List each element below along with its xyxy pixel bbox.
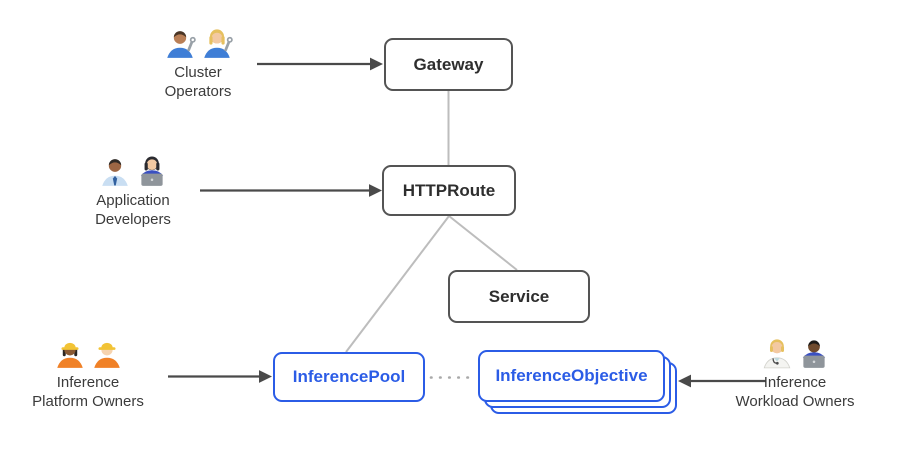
cluster-operators-label-line2: Operators bbox=[164, 82, 232, 100]
actor-application-developers: Application Developers bbox=[71, 154, 195, 229]
node-inference-pool-label: InferencePool bbox=[292, 367, 406, 386]
node-inference-objective-stack: InferenceObjective bbox=[478, 350, 679, 416]
node-service-label: Service bbox=[488, 286, 550, 306]
edge-httproute-inferencepool bbox=[345, 215, 450, 353]
inference-platform-owners-icons bbox=[53, 336, 124, 370]
node-inference-objective: InferenceObjective bbox=[478, 350, 665, 402]
actor-cluster-operators: Cluster Operators bbox=[136, 26, 260, 101]
man-mechanic-icon bbox=[166, 31, 196, 58]
application-developers-label-line2: Developers bbox=[95, 210, 171, 228]
man-construction-worker-icon bbox=[93, 342, 120, 368]
node-inference-objective-label: InferenceObjective bbox=[495, 366, 648, 385]
node-service: Service bbox=[448, 270, 590, 323]
inference-platform-owners-label-line2: Platform Owners bbox=[32, 392, 144, 410]
man-office-worker-icon bbox=[101, 159, 128, 186]
node-inference-pool: InferencePool bbox=[273, 352, 425, 402]
node-httproute-label: HTTPRoute bbox=[402, 180, 496, 200]
edge-workloadowners-inferenceobjective-arrow bbox=[678, 374, 766, 388]
edge-clusteroperators-gateway-arrow bbox=[257, 57, 383, 71]
inference-workload-owners-label-line1: Inference bbox=[763, 374, 827, 391]
cluster-operators-label-line1: Cluster bbox=[174, 64, 222, 81]
woman-construction-worker-icon bbox=[56, 342, 83, 368]
application-developers-icons bbox=[98, 154, 169, 188]
inference-platform-owners-label-line1: Inference bbox=[56, 374, 120, 391]
node-gateway: Gateway bbox=[384, 38, 513, 91]
inference-workload-owners-icons bbox=[760, 336, 831, 370]
application-developers-label-line1: Application bbox=[96, 192, 170, 209]
man-technologist-icon bbox=[802, 340, 825, 368]
inference-workload-owners-label-line2: Workload Owners bbox=[735, 392, 855, 410]
edge-platformowners-inferencepool-arrow bbox=[168, 370, 272, 383]
health-worker-icon bbox=[763, 339, 790, 369]
cluster-operators-icons bbox=[163, 26, 234, 60]
edge-httproute-service bbox=[448, 215, 518, 271]
node-httproute: HTTPRoute bbox=[382, 165, 516, 216]
woman-technologist-icon bbox=[140, 156, 163, 186]
woman-mechanic-icon bbox=[203, 29, 233, 58]
node-gateway-label: Gateway bbox=[413, 54, 484, 74]
actor-inference-platform-owners: Inference Platform Owners bbox=[26, 336, 150, 411]
actor-inference-workload-owners: Inference Workload Owners bbox=[733, 336, 857, 411]
edge-appdevelopers-httproute-arrow bbox=[200, 184, 382, 197]
